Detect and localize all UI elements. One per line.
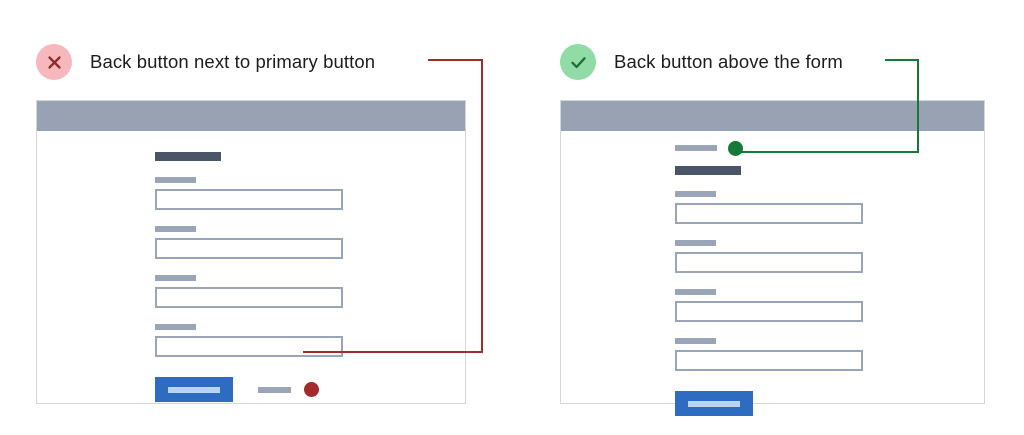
field-label-placeholder: [155, 275, 196, 281]
wireframe-card-incorrect: [36, 100, 466, 404]
form-field: [155, 275, 343, 308]
callout-anchor-dot-incorrect: [304, 382, 319, 397]
back-button[interactable]: [675, 145, 717, 151]
primary-button[interactable]: [155, 377, 233, 402]
form-field: [155, 177, 343, 210]
field-input[interactable]: [675, 252, 863, 273]
form-field: [675, 191, 863, 224]
wireframe-header-bar: [37, 101, 465, 131]
form-area: [37, 131, 343, 402]
form-title-placeholder: [155, 152, 221, 161]
caption-label-incorrect: Back button next to primary button: [90, 51, 376, 72]
field-label-placeholder: [675, 338, 716, 344]
back-button[interactable]: [258, 386, 291, 393]
field-input[interactable]: [675, 203, 863, 224]
field-input[interactable]: [675, 301, 863, 322]
form-field: [155, 226, 343, 259]
form-field: [675, 338, 863, 371]
form-actions-row: [675, 391, 863, 416]
form-field: [675, 289, 863, 322]
field-input[interactable]: [155, 189, 343, 210]
primary-button-label-placeholder: [688, 400, 740, 407]
caption-row-correct: Back button above the form: [560, 40, 843, 84]
form-title-placeholder: [675, 166, 741, 175]
form-area: [561, 131, 863, 416]
field-label-placeholder: [155, 226, 196, 232]
x-icon: [36, 44, 72, 80]
field-label-placeholder: [155, 177, 196, 183]
field-input[interactable]: [155, 287, 343, 308]
field-label-placeholder: [675, 289, 716, 295]
field-input[interactable]: [155, 336, 343, 357]
form-field: [675, 240, 863, 273]
wireframe-card-correct: [560, 100, 985, 416]
caption-label-correct: Back button above the form: [614, 51, 843, 72]
check-icon: [560, 44, 596, 80]
primary-button-label-placeholder: [168, 386, 220, 393]
field-label-placeholder: [675, 191, 716, 197]
caption-row-incorrect: Back button next to primary button: [36, 40, 375, 84]
form-actions-row: [155, 377, 343, 402]
field-label-placeholder: [675, 240, 716, 246]
form-field: [155, 324, 343, 357]
wireframe-header-bar: [561, 101, 984, 131]
back-button-row-top: [675, 140, 863, 156]
callout-anchor-dot-correct: [728, 140, 743, 156]
field-input[interactable]: [675, 350, 863, 371]
field-label-placeholder: [155, 324, 196, 330]
field-input[interactable]: [155, 238, 343, 259]
primary-button[interactable]: [675, 391, 753, 416]
